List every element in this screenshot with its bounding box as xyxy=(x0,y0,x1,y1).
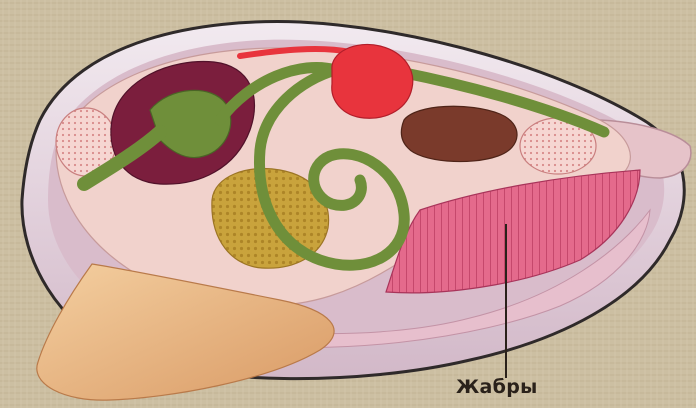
gills-label: Жабры xyxy=(456,376,538,398)
kidney xyxy=(401,106,517,161)
heart xyxy=(332,44,413,118)
